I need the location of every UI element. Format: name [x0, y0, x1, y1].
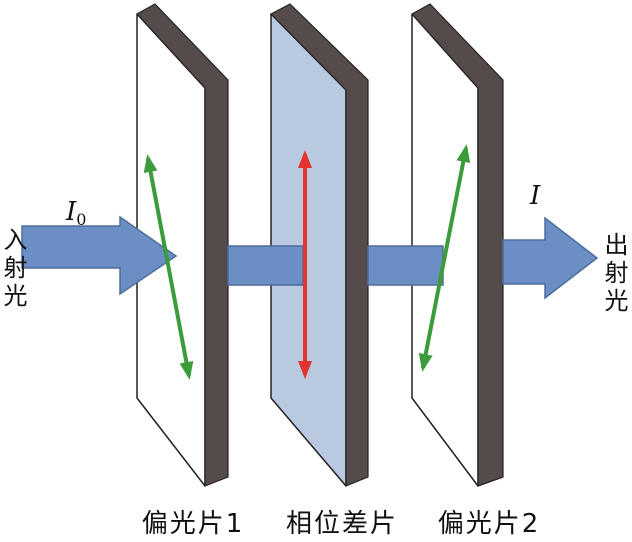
output-beam-arrow	[502, 216, 599, 300]
polarizer-2-edge	[411, 3, 504, 487]
retarder-label: 相位差片	[286, 509, 398, 539]
polarizer-2-axis-arrow	[418, 144, 471, 372]
polarizer-1-axis-arrow	[143, 154, 194, 380]
retarder-plate	[227, 3, 369, 487]
polarizer-2-label: 偏光片2	[438, 509, 541, 539]
retarder-edge	[270, 3, 369, 487]
polarizer-1-label: 偏光片1	[142, 509, 245, 539]
input-intensity-symbol: I	[65, 197, 77, 227]
input-intensity-label: I0	[65, 197, 86, 229]
input-intensity-subscript: 0	[76, 210, 86, 229]
beam-segment-2	[367, 245, 444, 286]
polarizer-2	[367, 3, 504, 487]
beam-segment-1	[227, 245, 304, 286]
polarizer-1-edge	[136, 3, 229, 487]
incident-light-label: 入射光	[0, 227, 27, 311]
output-intensity-label: I	[529, 181, 541, 211]
output-light-label: 出射光	[600, 232, 628, 316]
